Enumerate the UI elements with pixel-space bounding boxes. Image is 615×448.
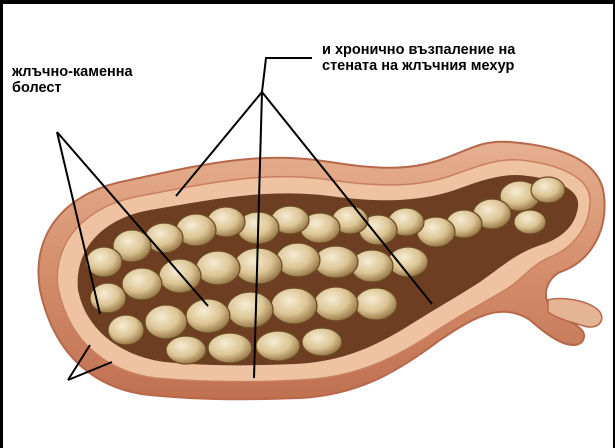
gallstone [166, 336, 206, 364]
gallstone [196, 251, 240, 285]
gallstone [314, 287, 358, 321]
gallstone [355, 288, 397, 320]
gallstone [122, 268, 162, 300]
gallstone [159, 259, 201, 293]
gallstone [271, 288, 317, 324]
gallstone [86, 247, 122, 277]
gallstone [227, 292, 273, 328]
gallstone [276, 243, 320, 277]
gallstone [186, 299, 230, 333]
label-chronic-inflammation: и хронично възпаление на стената на жлъч… [322, 42, 515, 74]
gallstone [531, 177, 565, 203]
label-gallstone-disease: жлъчно-каменна болест [12, 64, 133, 96]
gallstone [208, 333, 252, 363]
gallstone [108, 315, 144, 345]
gallstone [256, 331, 300, 361]
gallstone [514, 210, 546, 234]
gallstone [314, 246, 358, 278]
gallstone [145, 305, 187, 339]
leader-line [262, 58, 312, 92]
gallstone [302, 328, 342, 356]
